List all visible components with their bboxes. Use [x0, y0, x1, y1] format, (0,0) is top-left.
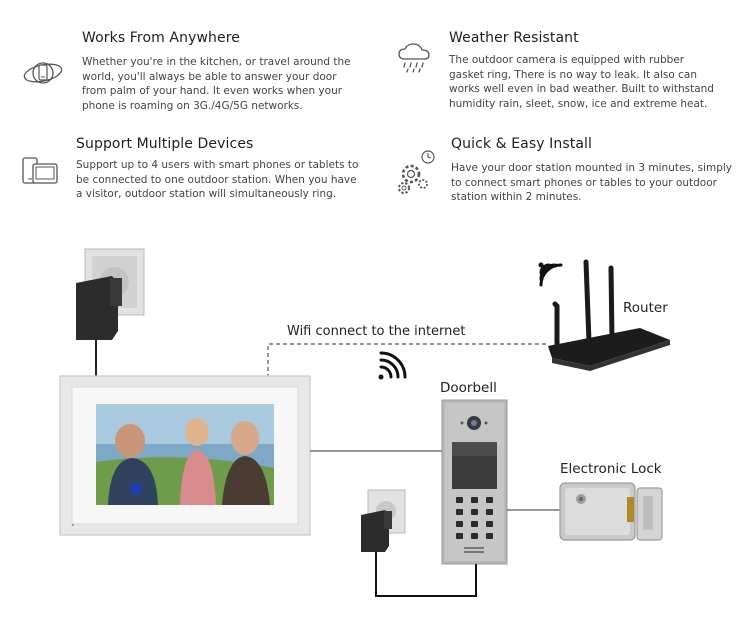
- router: [548, 259, 670, 371]
- feature-works-anywhere: Works From Anywhere Whether you're in th…: [82, 30, 372, 113]
- electronic-lock: [559, 482, 663, 541]
- feature-multiple-devices: Support Multiple Devices Support up to 4…: [76, 136, 376, 202]
- doorbell-power-wire: [375, 552, 477, 597]
- power-adapter-top: [76, 276, 122, 378]
- rain-cloud-icon: [396, 42, 432, 74]
- router-label: Router: [623, 300, 668, 316]
- feature-description: Have your door station mounted in 3 minu…: [451, 162, 732, 203]
- devices-icon: [21, 156, 59, 186]
- feature-title: Support Multiple Devices: [76, 136, 254, 152]
- feature-title: Works From Anywhere: [82, 30, 240, 46]
- feature-description: The outdoor camera is equipped with rubb…: [449, 54, 714, 110]
- wifi-dashed-line: [267, 343, 548, 378]
- feature-easy-install: Quick & Easy Install Have your door stat…: [451, 136, 746, 205]
- globe-phone-icon: [22, 56, 64, 90]
- feature-description: Support up to 4 users with smart phones …: [76, 159, 359, 200]
- feature-weather-resistant: Weather Resistant The outdoor camera is …: [449, 30, 739, 111]
- indoor-monitor: [59, 375, 311, 536]
- wifi-connection-label: Wifi connect to the internet: [287, 324, 466, 339]
- doorbell-label: Doorbell: [440, 380, 497, 396]
- electronic-lock-label: Electronic Lock: [560, 461, 662, 477]
- doorbell-panel: [441, 399, 508, 565]
- feature-description: Whether you're in the kitchen, or travel…: [82, 56, 351, 112]
- router-wifi-icon: [538, 262, 563, 287]
- wifi-signal-icon: [378, 351, 407, 380]
- feature-title: Quick & Easy Install: [451, 136, 593, 152]
- gears-clock-icon: [394, 148, 438, 194]
- power-adapter-bottom: [361, 510, 392, 552]
- feature-title: Weather Resistant: [449, 30, 579, 46]
